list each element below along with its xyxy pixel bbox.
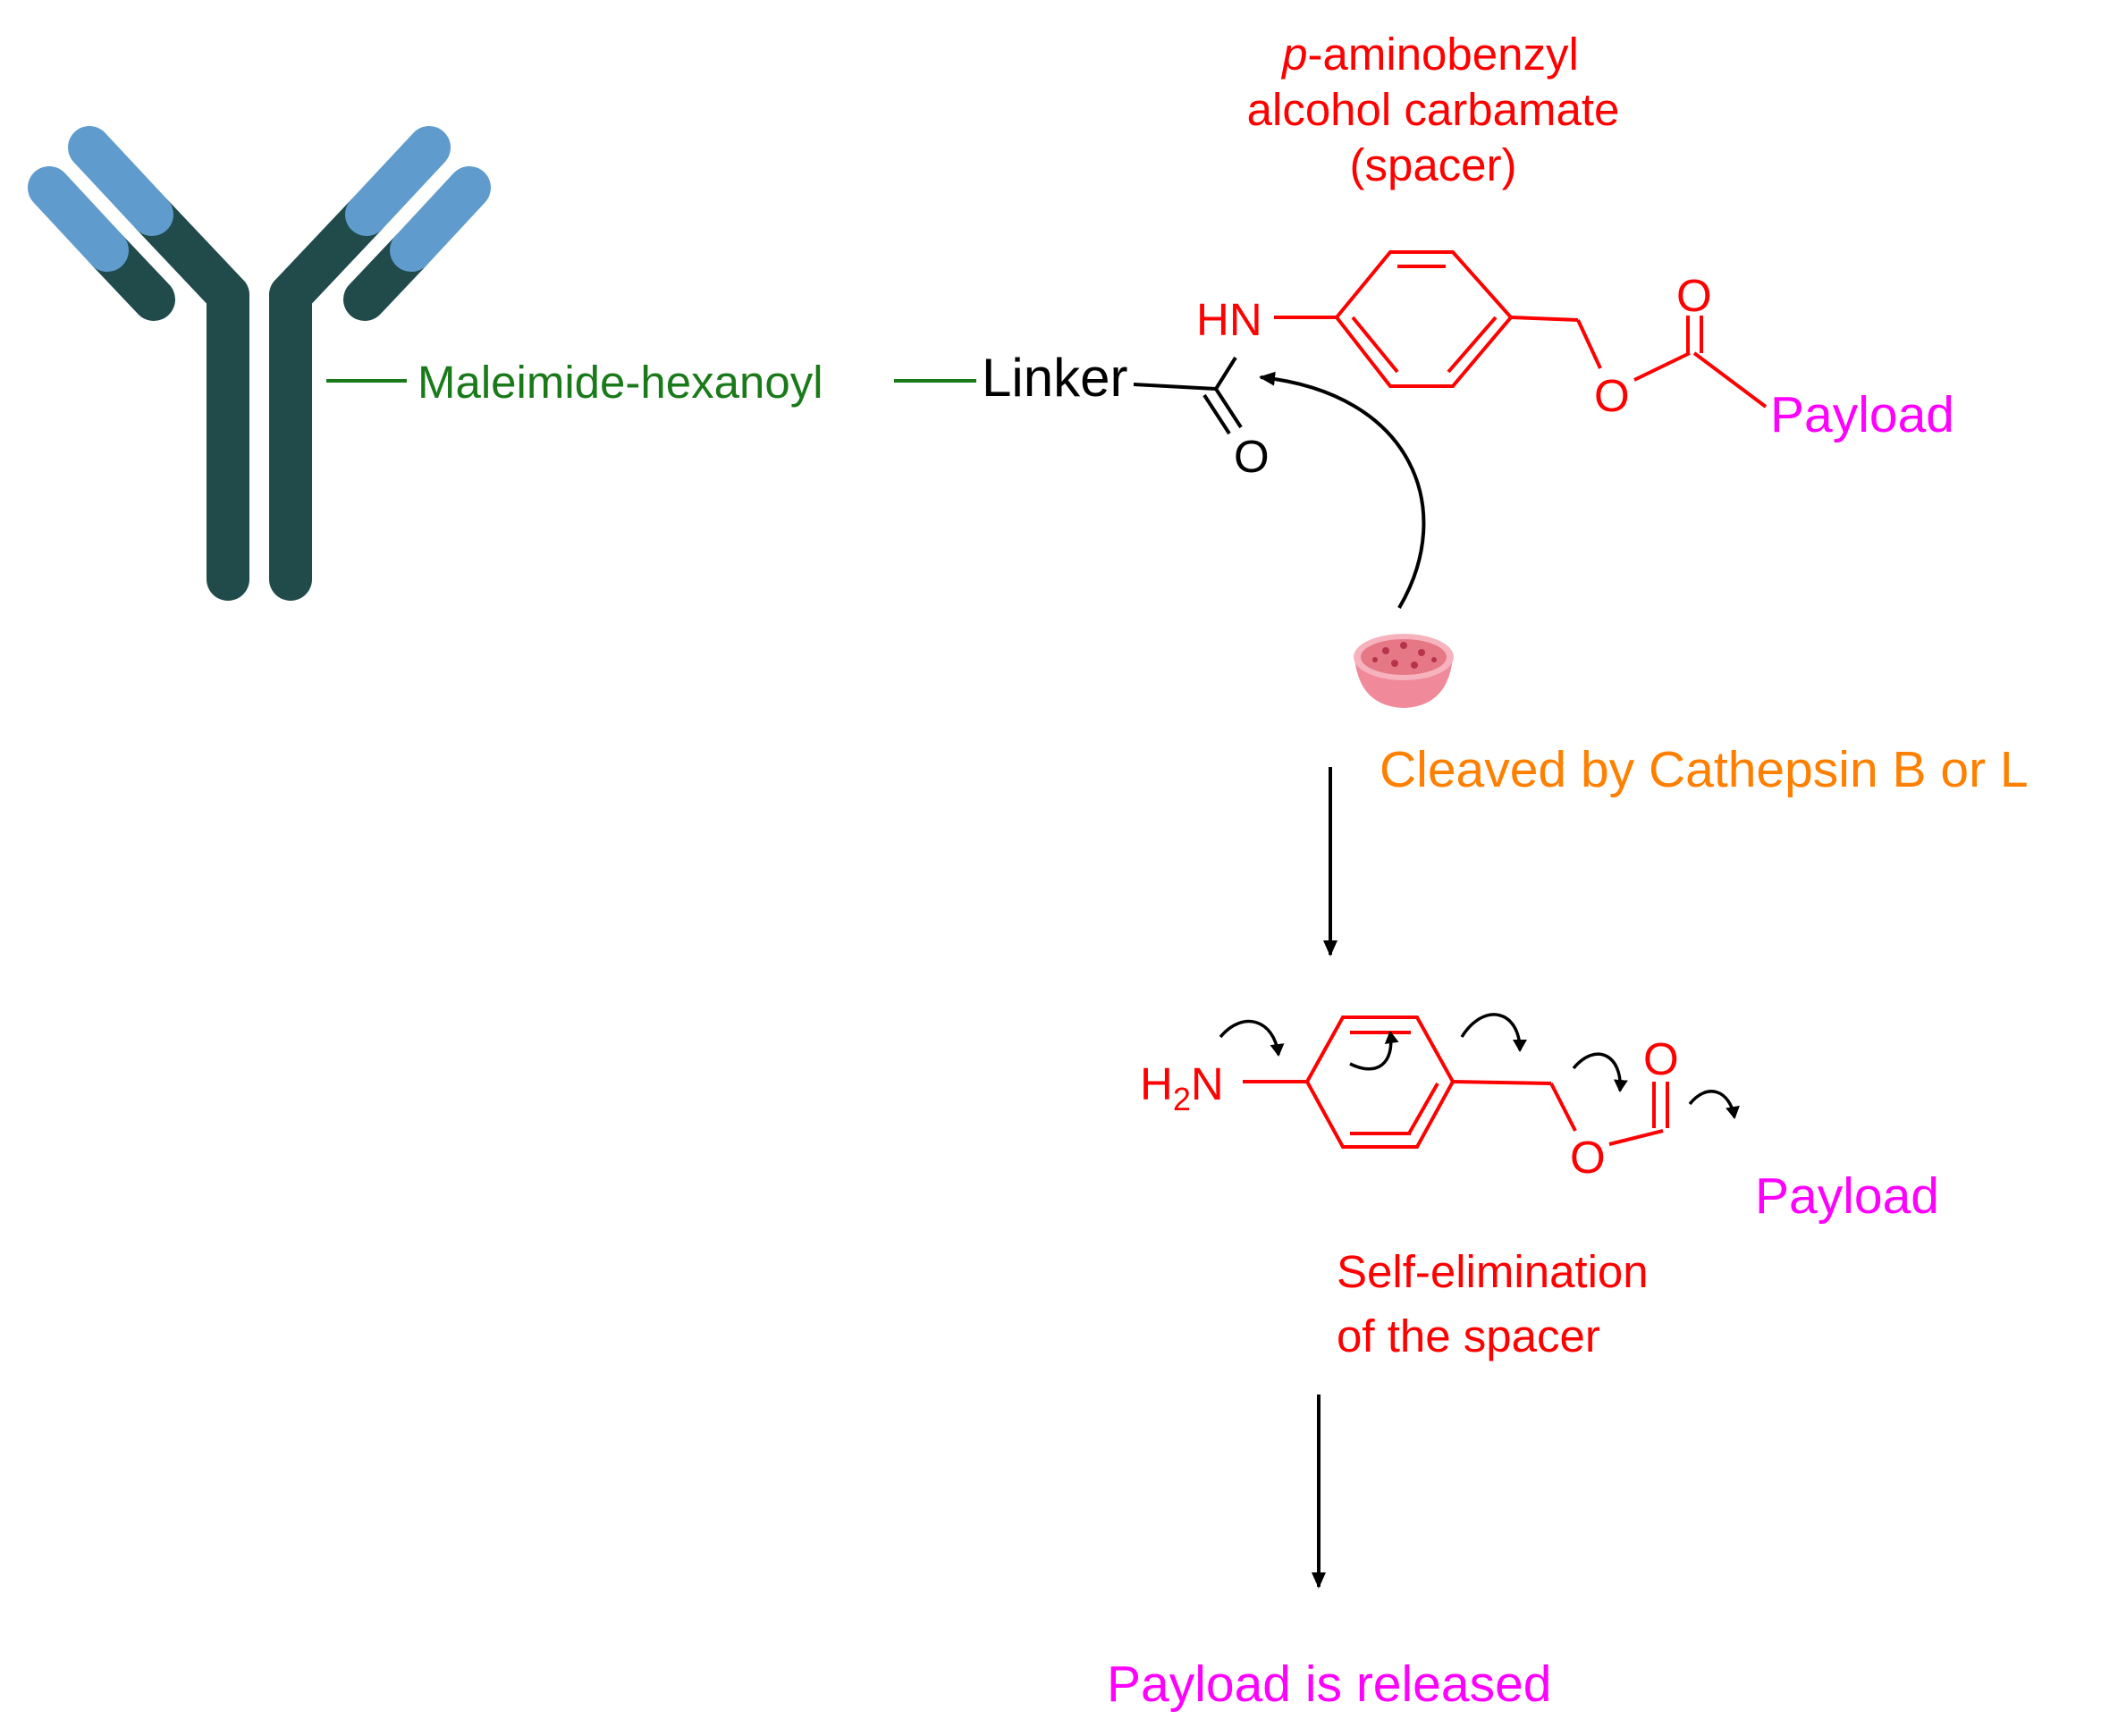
amide-oxygen-atom: O xyxy=(1234,431,1270,482)
free-pabc-structure: H2N O O xyxy=(1140,1015,1679,1183)
cleavage-label: Cleaved by Cathepsin B or L xyxy=(1380,741,2029,798)
ester-oxygen-atom-step2: O xyxy=(1570,1132,1606,1183)
spacer-label-line1: p-aminobenzyl xyxy=(1280,29,1579,80)
payload-label-top: Payload xyxy=(1770,386,1954,443)
hn-atom: HN xyxy=(1196,294,1262,345)
amide-carbonyl-group: O xyxy=(1133,356,1270,482)
cathepsin-enzyme-icon xyxy=(1354,634,1454,708)
self-elimination-line2: of the spacer xyxy=(1337,1310,1600,1361)
electron-pushing-arrows xyxy=(1219,1013,1740,1119)
h2n-atom: H2N xyxy=(1140,1058,1224,1117)
ester-oxygen-atom: O xyxy=(1594,370,1630,421)
maleimide-label: Maleimide-hexanoyl xyxy=(418,357,823,408)
carbonyl-oxygen-atom: O xyxy=(1676,270,1712,321)
payload-label-step2: Payload xyxy=(1755,1167,1939,1225)
linker-label: Linker xyxy=(982,348,1127,408)
spacer-label-line2: alcohol carbamate xyxy=(1247,84,1620,135)
enzyme-attack-arrow xyxy=(1259,371,1426,610)
carbonyl-oxygen-atom-step2: O xyxy=(1643,1033,1679,1084)
spacer-label-line3: (spacer) xyxy=(1349,139,1516,190)
payload-released-label: Payload is released xyxy=(1107,1656,1551,1713)
pabc-spacer-structure: HN O O xyxy=(1196,250,1768,421)
self-elimination-line1: Self-elimination xyxy=(1337,1246,1649,1297)
antibody-icon xyxy=(28,126,491,601)
